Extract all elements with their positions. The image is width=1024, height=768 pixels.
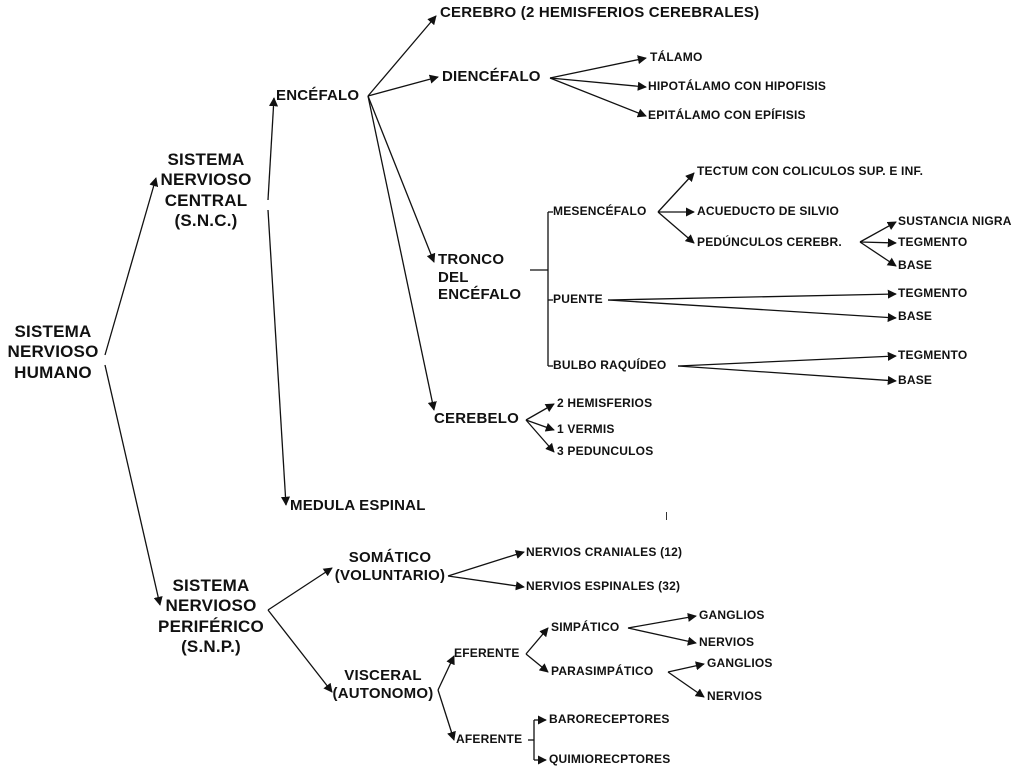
- node-nervios-craniales: NERVIOS CRANIALES (12): [526, 545, 683, 559]
- node-ganglios-parasimpatico: GANGLIOS: [707, 656, 773, 670]
- node-encefalo: ENCÉFALO: [276, 87, 360, 104]
- arrow-encefalo-diencefalo: [367, 74, 439, 97]
- node-tronco-del-encefalo: TRONCO DEL ENCÉFALO: [438, 251, 522, 304]
- node-snc: SISTEMA NERVIOSO CENTRAL (S.N.C.): [160, 150, 252, 231]
- node-sustancia-nigra: SUSTANCIA NIGRA: [898, 214, 1012, 228]
- node-base-puente: BASE: [898, 309, 933, 323]
- arrow-parasimpatico-ganglios: [667, 661, 705, 673]
- arrow-diencefalo-epitalamo: [549, 77, 647, 118]
- arrow-cerebelo-vermis: [525, 419, 555, 432]
- stray-mark: [666, 512, 667, 520]
- node-snp: SISTEMA NERVIOSO PERIFÉRICO (S.N.P.): [158, 576, 264, 657]
- arrow-snc-medula: [267, 209, 291, 506]
- node-quimiorecptores: QUIMIORECPTORES: [549, 752, 671, 766]
- node-bulbo-raquideo: BULBO RAQUÍDEO: [553, 358, 667, 372]
- arrow-simpatico-nervios: [627, 627, 697, 646]
- node-sistema-nervioso-humano: SISTEMA NERVIOSO HUMANO: [7, 322, 99, 382]
- node-2-hemisferios: 2 HEMISFERIOS: [557, 396, 653, 410]
- arrow-bulbo-base: [677, 365, 897, 385]
- node-simpatico: SIMPÁTICO: [551, 620, 620, 634]
- node-hipotalamo: HIPOTÁLAMO CON HIPOFISIS: [648, 79, 827, 93]
- node-cerebelo: CEREBELO: [434, 410, 519, 427]
- arrow-snp-visceral: [267, 609, 333, 693]
- node-acueducto-de-silvio: ACUEDUCTO DE SILVIO: [697, 204, 840, 218]
- arrow-puente-base: [607, 299, 897, 323]
- arrow-diencefalo-hipotalamo: [549, 77, 647, 91]
- arrow-visceral-eferente: [437, 655, 455, 691]
- node-puente: PUENTE: [553, 292, 603, 306]
- arrow-pedunculos-tegmento: [859, 238, 897, 248]
- arrow-pedunculos-base: [859, 241, 897, 267]
- arrow-pedunculos-nigra: [859, 221, 897, 243]
- arrow-cerebelo-hemisferios: [525, 403, 555, 421]
- node-cerebro: CEREBRO (2 HEMISFERIOS CEREBRALES): [440, 4, 760, 21]
- arrow-mesencefalo-tectum: [657, 172, 695, 213]
- node-baroreceptores: BARORECEPTORES: [549, 712, 670, 726]
- node-nervios-espinales: NERVIOS ESPINALES (32): [526, 579, 681, 593]
- node-eferente: EFERENTE: [454, 646, 520, 660]
- node-base-pedunculos: BASE: [898, 258, 933, 272]
- arrow-root-snp: [104, 364, 163, 606]
- arrow-eferente-parasimpatico: [525, 653, 549, 673]
- arrow-parasimpatico-nervios: [667, 671, 705, 698]
- node-tegmento-bulbo: TEGMENTO: [898, 348, 968, 362]
- arrow-encefalo-cerebro: [367, 15, 437, 97]
- node-aferente: AFERENTE: [456, 732, 523, 746]
- node-1-vermis: 1 VERMIS: [557, 422, 615, 436]
- node-talamo: TÁLAMO: [650, 50, 703, 64]
- arrow-encefalo-cerebelo: [367, 95, 437, 411]
- node-medula-espinal: MEDULA ESPINAL: [290, 497, 426, 514]
- arrow-somatico-espinales: [447, 575, 525, 591]
- node-diencefalo: DIENCÉFALO: [442, 68, 541, 85]
- arrow-encefalo-tronco: [367, 95, 436, 263]
- node-parasimpatico: PARASIMPÁTICO: [551, 664, 654, 678]
- node-tegmento-pedunculos: TEGMENTO: [898, 235, 968, 249]
- node-epitalamo: EPITÁLAMO CON EPÍFISIS: [648, 108, 806, 122]
- node-somatico: SOMÁTICO (VOLUNTARIO): [334, 549, 446, 584]
- node-ganglios-simpatico: GANGLIOS: [699, 608, 765, 622]
- node-base-bulbo: BASE: [898, 373, 933, 387]
- node-visceral: VISCERAL (AUTONOMO): [332, 667, 434, 702]
- arrow-snp-somatico: [267, 567, 333, 611]
- arrow-root-snc: [104, 177, 159, 356]
- node-pedunculos-cerebr: PEDÚNCULOS CEREBR.: [697, 235, 842, 249]
- node-3-pedunculos: 3 PEDUNCULOS: [557, 444, 654, 458]
- arrow-eferente-simpatico: [525, 627, 549, 655]
- node-nervios-simpatico: NERVIOS: [699, 635, 755, 649]
- arrow-snc-encefalo: [267, 97, 279, 201]
- node-tectum: TECTUM CON COLICULOS SUP. E INF.: [697, 164, 924, 178]
- arrow-somatico-craniales: [447, 550, 525, 577]
- arrow-mesencefalo-pedunculos: [657, 211, 695, 244]
- arrow-bulbo-tegmento: [677, 351, 897, 367]
- node-mesencefalo: MESENCÉFALO: [553, 204, 647, 218]
- arrow-cerebelo-pedunculos: [525, 419, 555, 453]
- arrow-visceral-aferente: [437, 689, 456, 741]
- node-nervios-parasimpatico: NERVIOS: [707, 689, 763, 703]
- arrow-puente-tegmento: [607, 289, 897, 301]
- node-tegmento-puente: TEGMENTO: [898, 286, 968, 300]
- arrow-simpatico-ganglios: [627, 612, 697, 629]
- arrow-diencefalo-talamo: [549, 55, 647, 79]
